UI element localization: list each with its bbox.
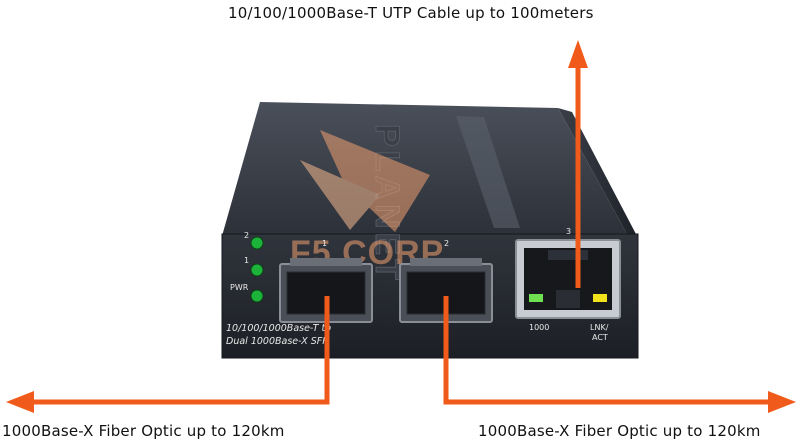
sfp-port-2-label: 2	[444, 239, 449, 248]
led-1	[250, 263, 264, 277]
rj45-port-label: 3	[566, 227, 571, 236]
utp-cable-caption: 10/100/1000Base-T UTP Cable up to 100met…	[228, 4, 594, 22]
led-label-pwr: PWR	[230, 283, 249, 292]
sfp-port-2: 2	[399, 239, 493, 323]
fiber-arrowhead-left	[6, 391, 34, 413]
utp-arrow	[568, 40, 588, 288]
device-top-sticker	[456, 116, 520, 228]
led-label-1: 1	[244, 256, 249, 265]
led-indicators: 2 1 PWR	[230, 231, 264, 303]
led-label-2: 2	[244, 231, 249, 240]
led-2	[250, 236, 264, 250]
utp-arrowhead	[568, 40, 588, 68]
rj45-link-label-2: ACT	[592, 333, 608, 342]
rj45-link-label-1: LNK/	[590, 323, 609, 332]
rj45-led-right	[593, 294, 607, 302]
fiber-arrow-left	[6, 296, 330, 413]
sfp-port-1-label: 1	[322, 239, 327, 248]
model-description-line2: Dual 1000Base-X SFP	[226, 336, 328, 347]
rj45-led-left	[529, 294, 543, 302]
fiber-optic-caption-left: 1000Base-X Fiber Optic up to 120km	[2, 422, 285, 440]
model-description-line1: 10/100/1000Base-T to	[226, 323, 331, 334]
fiber-arrow-right	[443, 296, 796, 413]
led-pwr	[250, 289, 264, 303]
fiber-optic-caption-right: 1000Base-X Fiber Optic up to 120km	[478, 422, 761, 440]
fiber-arrowhead-right	[768, 391, 796, 413]
rj45-port: 3	[515, 227, 621, 319]
rj45-speed-label: 1000	[529, 323, 549, 332]
